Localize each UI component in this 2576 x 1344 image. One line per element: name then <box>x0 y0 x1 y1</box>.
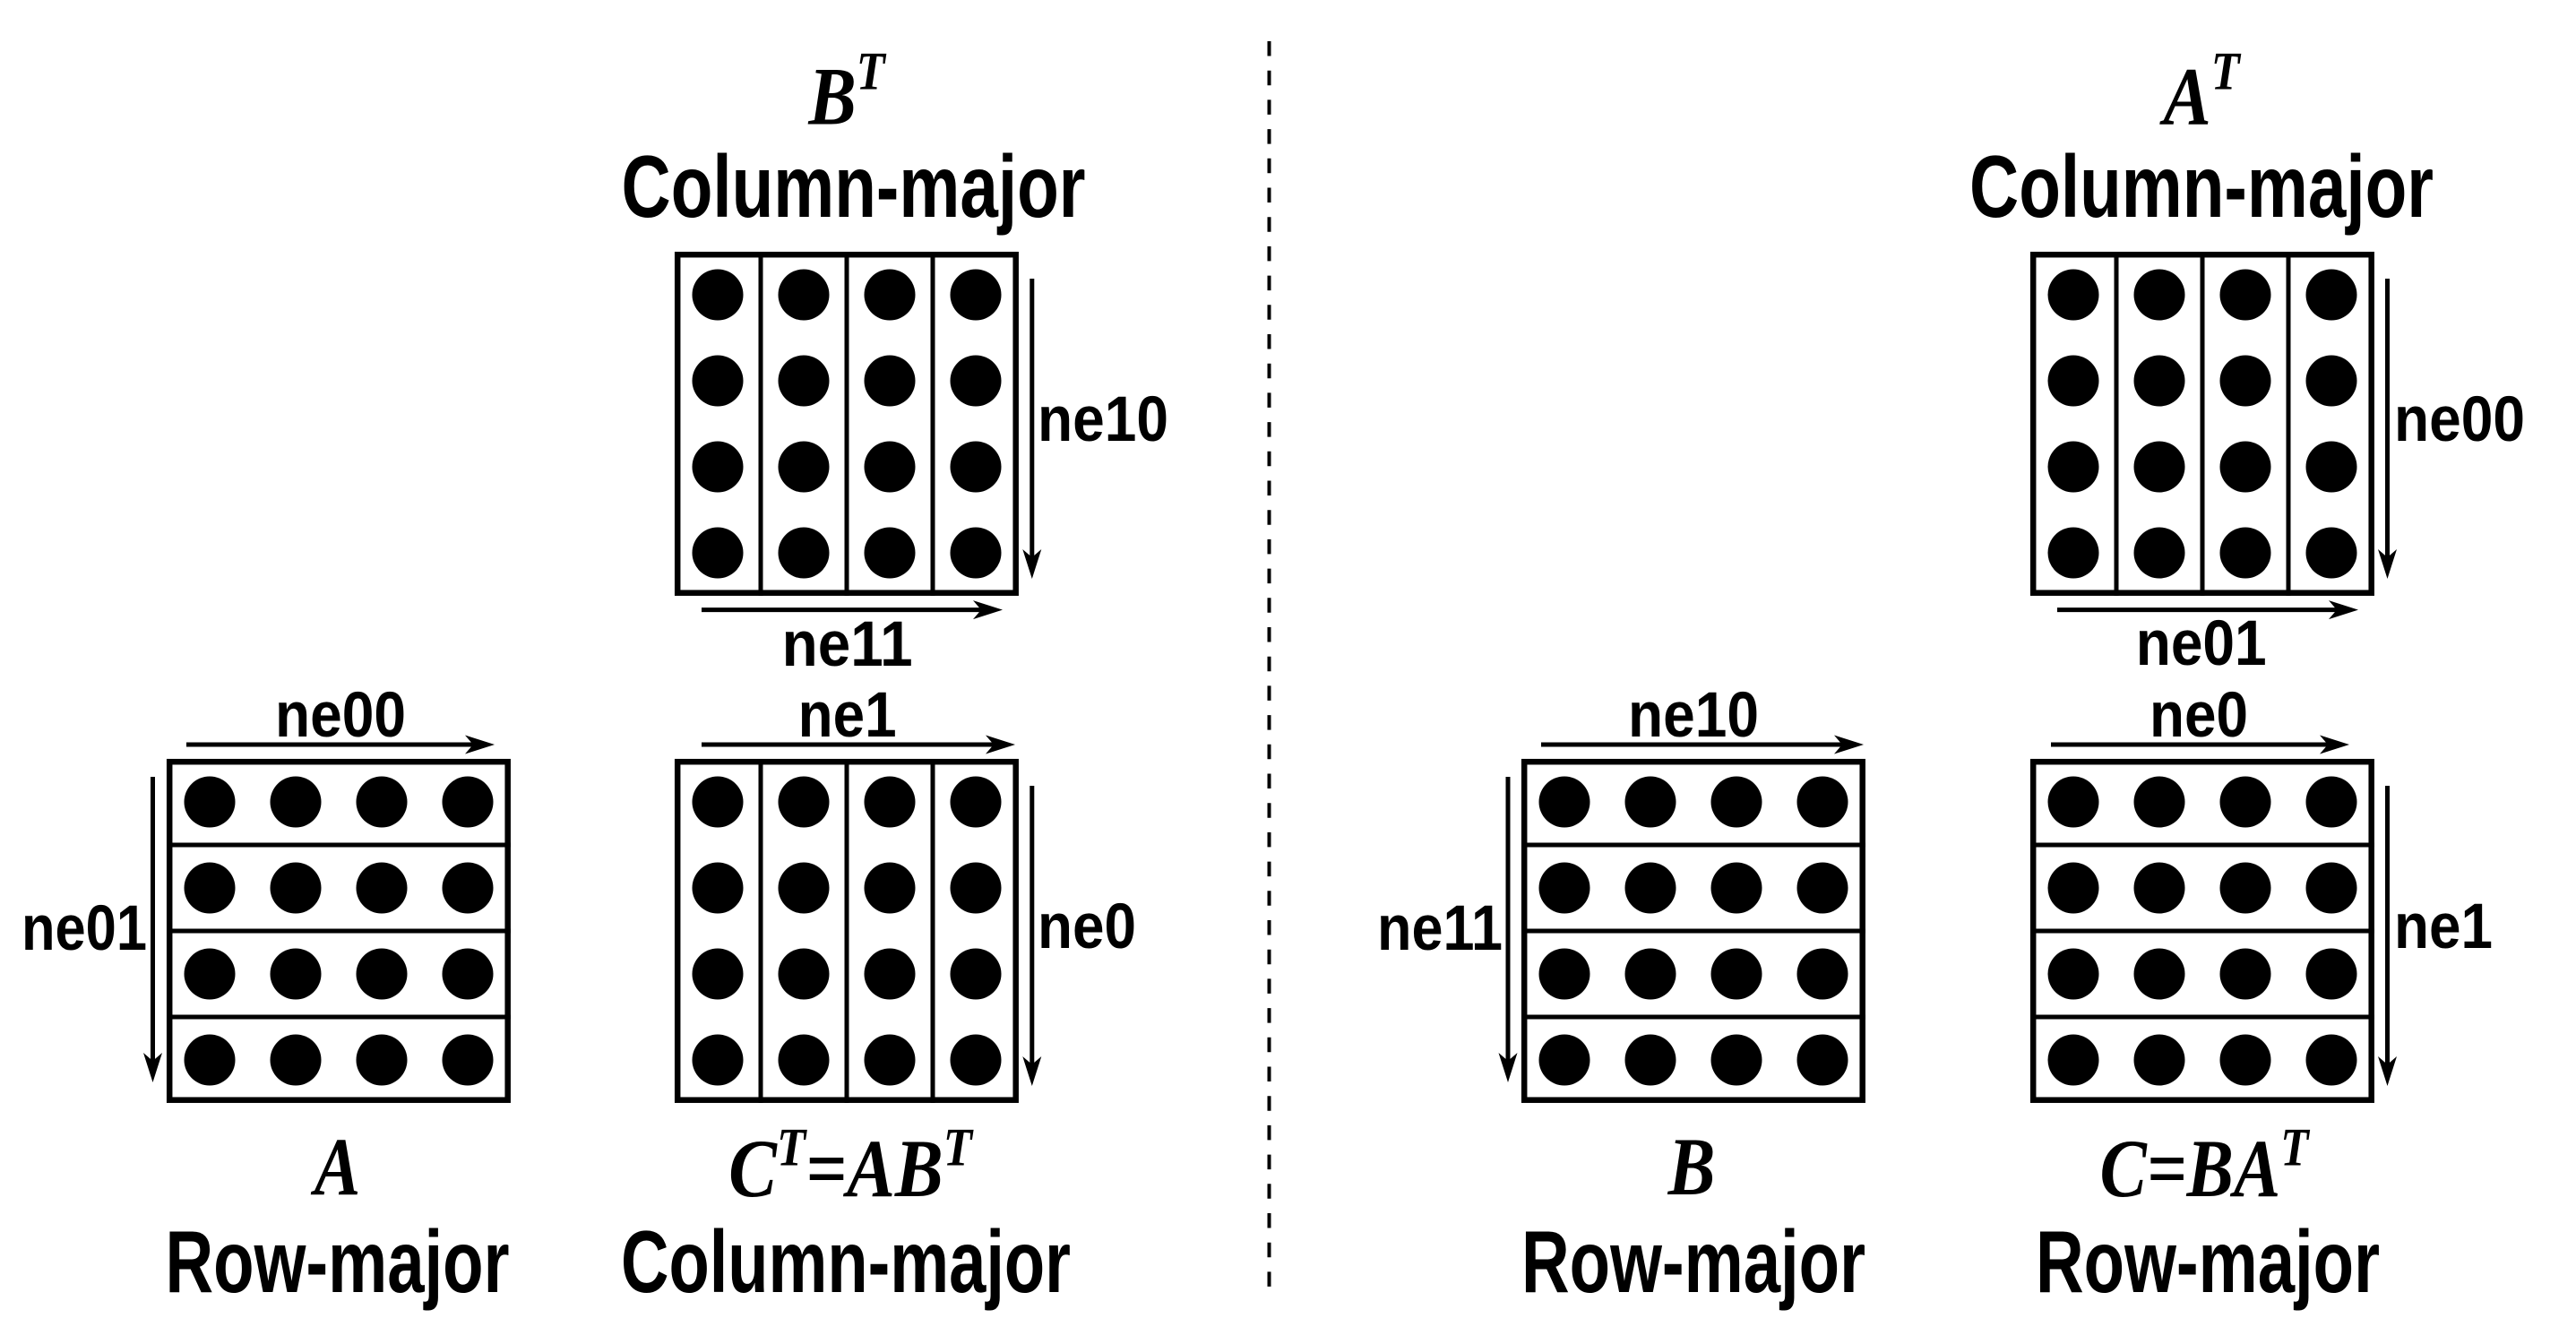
svg-text:ne01: ne01 <box>2136 608 2267 679</box>
svg-text:C=BAT​: C=BAT​ <box>2099 1118 2310 1215</box>
svg-text:ne0: ne0 <box>1038 892 1136 962</box>
svg-text:ne10: ne10 <box>1628 680 1759 751</box>
svg-text:ne0: ne0 <box>2150 680 2248 751</box>
svg-text:Row-major: Row-major <box>166 1212 510 1311</box>
svg-text:ne01: ne01 <box>22 893 147 964</box>
svg-text:BT​: BT​ <box>807 42 887 142</box>
svg-text:ne00: ne00 <box>275 680 406 751</box>
svg-text:Column-major: Column-major <box>621 1212 1071 1311</box>
svg-text:Row-major: Row-major <box>2036 1212 2380 1311</box>
svg-text:ne10: ne10 <box>1038 384 1168 455</box>
svg-text:A: A <box>310 1122 360 1213</box>
svg-text:Column-major: Column-major <box>1969 137 2434 236</box>
svg-text:Row-major: Row-major <box>1521 1212 1865 1311</box>
svg-text:AT​: AT​ <box>2159 42 2242 142</box>
svg-text:ne1: ne1 <box>798 680 897 751</box>
svg-text:ne11: ne11 <box>1377 893 1503 964</box>
svg-text:ne00: ne00 <box>2394 384 2525 455</box>
svg-text:Column-major: Column-major <box>622 137 1086 236</box>
svg-text:ne1: ne1 <box>2394 892 2493 962</box>
svg-text:ne11: ne11 <box>782 609 913 680</box>
svg-text:CT​=ABT​: CT​=ABT​ <box>728 1118 974 1214</box>
svg-text:B: B <box>1667 1122 1716 1213</box>
